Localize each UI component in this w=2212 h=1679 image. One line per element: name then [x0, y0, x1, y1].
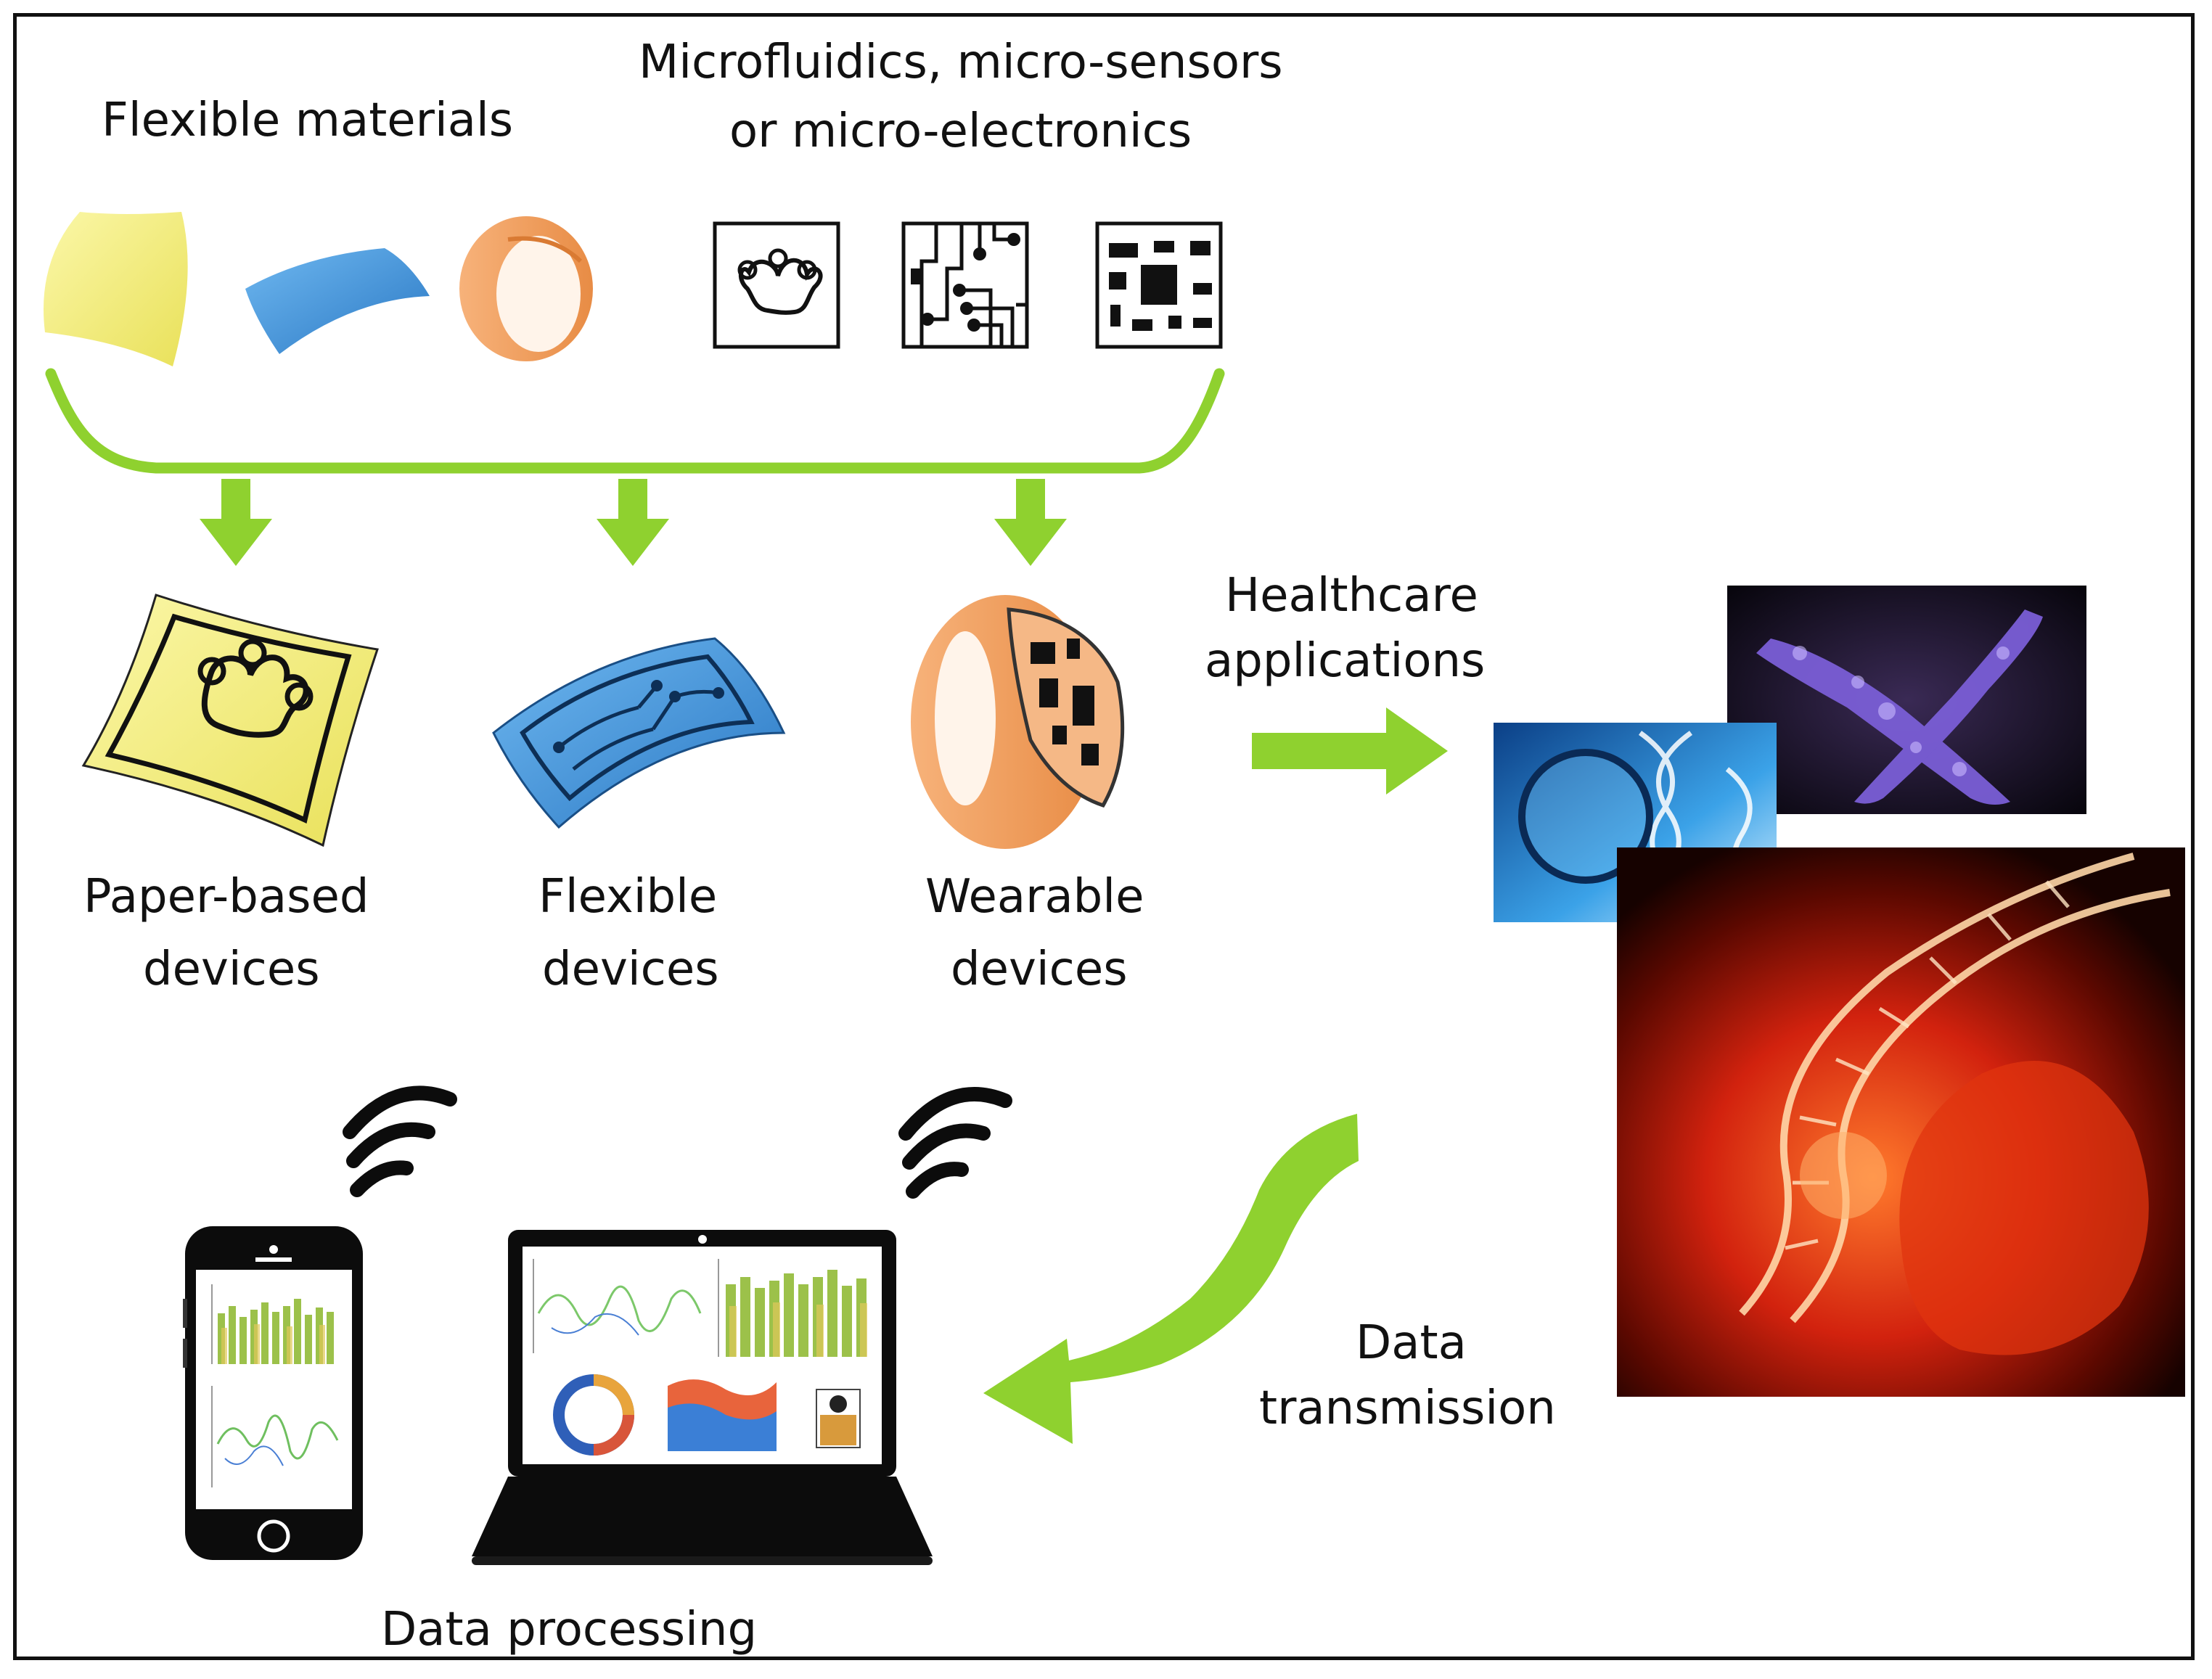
wifi-signal-icon-laptop — [898, 1087, 1012, 1199]
down-arrow-flexible — [597, 479, 669, 566]
data-transmission-label-line1: Data — [1356, 1316, 1467, 1370]
flexible-device-icon — [492, 637, 786, 829]
flexible-devices-label-line2: devices — [542, 943, 719, 996]
phone-line-chart — [211, 1386, 339, 1487]
flexible-devices-label-line1: Flexible — [538, 870, 718, 924]
laptop-picture-thumbnail — [816, 1389, 861, 1448]
orange-band-icon — [459, 216, 593, 361]
circuit-board-icon — [901, 221, 1029, 349]
blue-flexible-film-icon — [245, 248, 430, 354]
fetus-dna-image — [1617, 847, 2185, 1397]
paper-based-device-icon — [81, 594, 379, 847]
yellow-paper-sheet-icon — [44, 212, 188, 366]
healthcare-arrow — [1252, 707, 1448, 795]
data-transmission-arrow — [983, 1114, 1359, 1444]
microfluidic-chip-icon — [713, 221, 840, 349]
microelectronics-chip-icon — [1095, 221, 1223, 349]
wearable-devices-label-line1: Wearable — [925, 870, 1144, 924]
laptop-bar-chart — [718, 1259, 867, 1357]
laptop-icon — [472, 1230, 933, 1565]
micro-components-label-line2: or micro-electronics — [729, 104, 1192, 158]
laptop-line-chart — [533, 1259, 702, 1353]
phone-bar-chart — [211, 1284, 334, 1364]
wifi-signal-icon-phone — [343, 1085, 457, 1197]
data-transmission-label-line2: transmission — [1259, 1382, 1556, 1435]
wearable-devices-label-line2: devices — [951, 943, 1128, 996]
healthcare-applications-label-line1: Healthcare — [1225, 569, 1478, 623]
laptop-donut-chart — [553, 1374, 634, 1456]
merge-bracket — [45, 368, 1225, 474]
paper-based-devices-label-line2: devices — [143, 943, 320, 996]
paper-based-devices-label-line1: Paper-based — [83, 870, 369, 924]
wearable-device-icon — [911, 595, 1125, 849]
chromosome-image — [1727, 586, 2086, 814]
laptop-area-chart — [668, 1379, 777, 1451]
down-arrow-paper — [200, 479, 272, 566]
smartphone-icon — [183, 1226, 363, 1560]
down-arrow-wearable — [994, 479, 1067, 566]
flexible-materials-label: Flexible materials — [102, 94, 514, 147]
healthcare-applications-label-line2: applications — [1205, 634, 1486, 688]
data-processing-label: Data processing — [381, 1603, 758, 1657]
micro-components-label-line1: Microfluidics, micro-sensors — [639, 36, 1283, 89]
